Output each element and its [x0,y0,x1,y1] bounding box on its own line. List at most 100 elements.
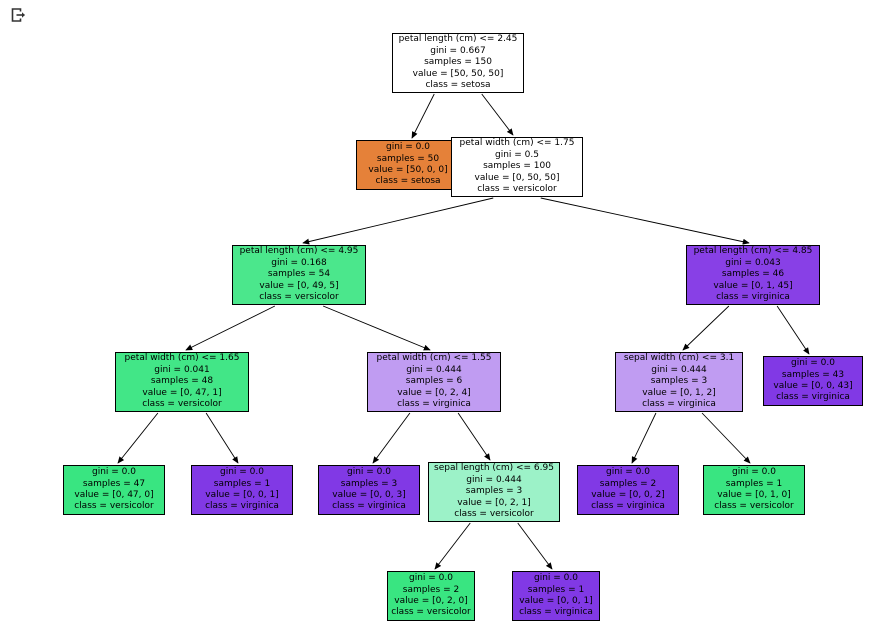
node-text-line: class = virginica [716,292,790,303]
node-text-line: class = virginica [591,501,665,512]
node-text-line: value = [0, 0, 1] [519,596,593,606]
node-text-line: class = virginica [397,399,471,410]
node-text-line: value = [0, 1, 2] [642,387,716,398]
broken-image-icon [11,8,25,22]
node-text-line: class = versicolor [391,607,471,618]
tree-edge-n3-n6 [322,305,431,351]
tree-edge-n3-n5 [185,305,276,351]
tree-edge-n7-n14 [701,412,751,464]
node-text-line: class = virginica [519,607,593,618]
node-text-line: sepal width (cm) <= 3.1 [623,353,735,364]
node-text-line: value = [0, 1, 45] [713,280,793,291]
node-text-line: class = virginica [642,399,716,410]
node-text-line: gini = 0.667 [430,45,486,56]
node-text-line: class = versicolor [477,184,557,195]
node-text-line: value = [50, 50, 50] [412,68,504,79]
node-text-line: value = [0, 2, 4] [397,387,471,398]
node-text-line: gini = 0.0 [347,467,391,478]
node-text-line: gini = 0.0 [92,467,136,478]
node-text-line: gini = 0.0 [791,358,835,369]
tree-edge-n5-n10 [205,412,239,464]
node-text-line: samples = 1 [213,478,271,489]
node-text-line: samples = 47 [82,478,146,489]
node-text-line: class = versicolor [454,509,534,520]
node-text-line: gini = 0.043 [725,257,781,268]
tree-edge-n6-n11 [372,412,411,464]
node-text-line: sepal length (cm) <= 6.95 [434,463,554,474]
node-text-line: value = [0, 50, 50] [474,172,560,183]
node-text-line: petal width (cm) <= 1.65 [124,353,240,364]
node-text-line: value = [0, 1, 0] [717,490,791,500]
tree-edge-n2-n4 [540,197,750,245]
node-text-line: gini = 0.0 [409,573,453,584]
node-text-line: value = [0, 47, 0] [74,490,154,500]
node-text-line: class = versicolor [74,501,154,512]
tree-edge-n12-n15 [434,522,471,570]
node-text-line: petal length (cm) <= 4.85 [693,246,813,257]
node-text-line: samples = 3 [465,486,523,497]
node-text-line: samples = 1 [725,478,783,489]
node-text-line: value = [0, 0, 43] [773,381,853,391]
node-text-line: value = [0, 0, 3] [332,490,406,500]
node-text-line: samples = 100 [483,161,551,172]
tree-edge-n2-n3 [302,197,494,245]
node-text-line: samples = 6 [405,376,463,387]
node-text-line: gini = 0.041 [154,364,210,375]
node-text-line: gini = 0.0 [606,467,650,478]
tree-edge-n6-n12 [457,412,491,461]
node-text-line: class = virginica [776,392,850,403]
node-text-line: gini = 0.444 [406,364,462,375]
node-text-line: petal length (cm) <= 2.45 [398,34,518,45]
node-text-line: samples = 3 [650,376,708,387]
node-text-line: value = [0, 49, 5] [259,280,339,291]
node-text-line: samples = 50 [376,153,440,164]
node-text-line: class = setosa [375,176,441,187]
tree-edge-n4-n7 [682,305,730,351]
node-text-line: samples = 150 [424,57,492,68]
node-text-line: samples = 48 [150,376,214,387]
node-text-line: samples = 46 [721,269,785,280]
node-text-line: value = [0, 47, 1] [142,387,222,398]
node-text-line: petal width (cm) <= 1.55 [376,353,492,364]
node-text-line: gini = 0.444 [466,474,522,485]
node-text-line: gini = 0.0 [386,142,430,153]
node-text-line: gini = 0.0 [534,573,578,584]
node-text-line: value = [0, 0, 2] [591,490,665,500]
node-text-line: samples = 2 [402,584,460,595]
node-text-line: class = setosa [425,80,491,91]
node-text-line: gini = 0.444 [651,364,707,375]
node-text-line: gini = 0.0 [220,467,264,478]
node-text-line: value = [0, 2, 0] [394,596,468,606]
node-text-line: gini = 0.168 [271,257,327,268]
node-text-line: samples = 1 [527,584,585,595]
node-text-line: class = versicolor [142,399,222,410]
tree-edge-n0-n1 [411,93,435,139]
node-text-line: class = virginica [205,501,279,512]
node-text-line: class = versicolor [259,292,339,303]
node-text-line: gini = 0.5 [495,149,539,160]
tree-edge-n5-n9 [117,412,159,464]
node-text-line: petal length (cm) <= 4.95 [239,246,359,257]
node-text-line: value = [50, 0, 0] [368,165,448,175]
node-text-line: samples = 54 [267,269,331,280]
node-text-line: value = [0, 0, 1] [205,490,279,500]
tree-edge-n4-n8 [776,305,810,355]
